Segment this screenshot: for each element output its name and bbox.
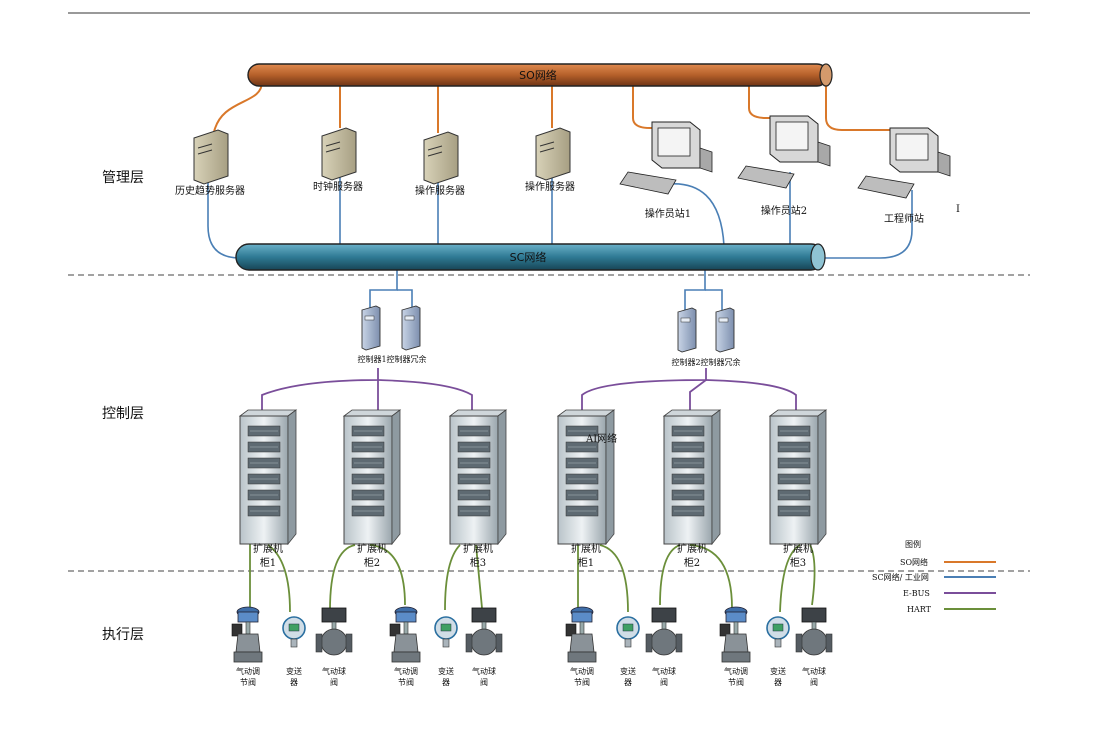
- field-device-transmitter: 变送器: [434, 616, 458, 687]
- cabinet-label-line1: 扩展机: [357, 542, 387, 555]
- so-network-label: SO网络: [519, 68, 557, 82]
- cabinet-label-line2: 柜1: [260, 556, 276, 569]
- controller-pair-2: 控制器2控制器冗余: [671, 307, 741, 367]
- device-label-line1: 气动调: [570, 666, 594, 676]
- workstation-label: 操作员站1: [645, 207, 691, 220]
- device-label-line1: 气动球: [472, 666, 496, 676]
- cabinet-label-line1: 扩展机: [783, 542, 813, 555]
- device-label-line2: 阀: [480, 678, 488, 687]
- device-label-line2: 阀: [810, 678, 818, 687]
- field-device-transmitter: 变送器: [616, 616, 640, 687]
- workstation-label: 操作员站2: [761, 204, 807, 217]
- workstation-operator-1: 操作员站1: [619, 121, 713, 220]
- cabinet-label-line1: 扩展机: [571, 542, 601, 555]
- server-history-trend: 历史趋势服务器: [175, 129, 245, 197]
- field-devices: 气动调节阀变送器气动球阀气动调节阀变送器气动球阀气动调节阀变送器气动球阀气动调节…: [231, 606, 833, 687]
- device-label-line1: 气动调: [724, 666, 748, 676]
- sc-network-links: [207, 170, 913, 310]
- server-label: 操作服务器: [415, 184, 465, 197]
- controller-label: 控制器1控制器冗余: [357, 354, 426, 364]
- device-label-line2: 阀: [660, 678, 668, 687]
- device-label-line1: 气动球: [802, 666, 826, 676]
- device-label-line1: 变送: [770, 666, 786, 676]
- device-label-line1: 变送: [286, 666, 302, 676]
- sc-network-label: SC网络: [510, 250, 547, 264]
- device-label-line1: 气动调: [394, 666, 418, 676]
- device-label-line1: 变送: [438, 666, 454, 676]
- so-network-bus: SO网络: [247, 63, 833, 87]
- server-label: 时钟服务器: [313, 180, 363, 193]
- cabinet-label-line2: 柜3: [470, 556, 486, 569]
- cabinet-label-line2: 柜2: [364, 556, 380, 569]
- controller-label: 控制器2控制器冗余: [671, 357, 740, 367]
- cabinet-label-line1: 扩展机: [463, 542, 493, 555]
- cabinet-label-line2: 柜1: [578, 556, 594, 569]
- workstation-label: 工程师站: [884, 212, 924, 225]
- layer-label-management: 管理层: [102, 170, 144, 186]
- ai-network-label: AI网络: [585, 432, 617, 445]
- legend-title: 图例: [905, 539, 921, 549]
- legend: 图例 SO网络 SC网络/ 工业网 E-BUS HART: [872, 539, 996, 614]
- device-label-line2: 节阀: [728, 678, 744, 687]
- legend-label-sc: SC网络/ 工业网: [872, 572, 929, 582]
- device-label-line2: 阀: [330, 678, 338, 687]
- device-label-line2: 节阀: [574, 678, 590, 687]
- device-label-line1: 气动球: [652, 666, 676, 676]
- legend-label-ebus: E-BUS: [903, 589, 930, 598]
- server-operation-1: 操作服务器: [415, 131, 465, 197]
- server-label: 历史趋势服务器: [175, 184, 245, 197]
- field-device-transmitter: 变送器: [766, 616, 790, 687]
- sc-network-bus: SC网络: [235, 243, 826, 271]
- controller-pair-1: 控制器1控制器冗余: [357, 305, 427, 364]
- layer-label-execution: 执行层: [102, 627, 144, 643]
- cabinet-label-line1: 扩展机: [677, 542, 707, 555]
- device-label-line2: 器: [290, 678, 298, 687]
- device-label-line2: 器: [774, 678, 782, 687]
- server-operation-2: 操作服务器: [525, 127, 575, 193]
- layer-label-control: 控制层: [102, 406, 144, 422]
- workstation-operator-2: 操作员站2: [737, 115, 831, 217]
- device-label-line1: 气动球: [322, 666, 346, 676]
- ebus-links: [261, 368, 797, 410]
- stray-mark: I: [956, 204, 960, 215]
- so-network-links: [213, 81, 892, 133]
- server-label: 操作服务器: [525, 180, 575, 193]
- cabinet-label-line2: 柜2: [684, 556, 700, 569]
- device-label-line1: 气动调: [236, 666, 260, 676]
- device-label-line2: 节阀: [240, 678, 256, 687]
- device-label-line2: 器: [624, 678, 632, 687]
- server-clock: 时钟服务器: [313, 127, 363, 193]
- legend-label-hart: HART: [907, 605, 932, 614]
- field-device-transmitter: 变送器: [282, 616, 306, 687]
- device-label-line2: 节阀: [398, 678, 414, 687]
- device-label-line1: 变送: [620, 666, 636, 676]
- cabinet-label-line1: 扩展机: [253, 542, 283, 555]
- hart-links: [249, 540, 816, 613]
- legend-label-so: SO网络: [900, 557, 928, 567]
- cabinet-label-line2: 柜3: [790, 556, 806, 569]
- workstation-engineer: 工程师站: [857, 127, 951, 225]
- device-label-line2: 器: [442, 678, 450, 687]
